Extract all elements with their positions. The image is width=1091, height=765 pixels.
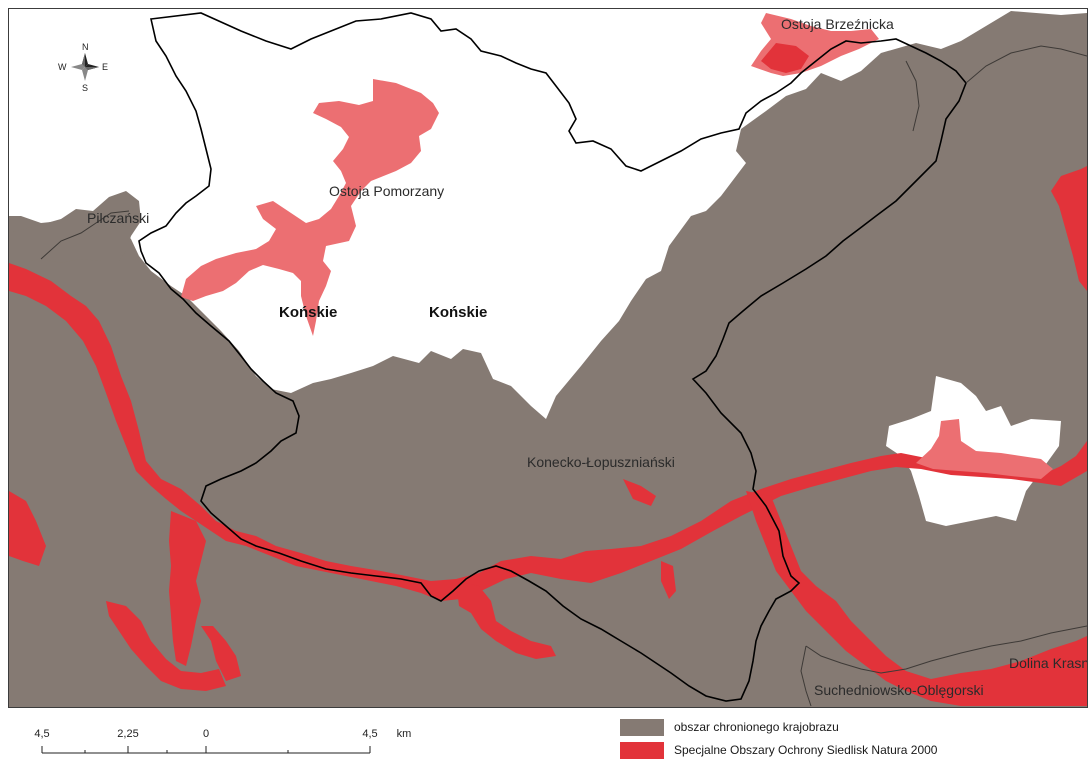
legend-swatch-protected-landscape: [620, 718, 664, 736]
natura2000-ostoja-pomorzany: [181, 79, 439, 336]
scale-bar: 4,5 2,25 0 4,5 km: [30, 728, 411, 758]
label-ostoja-brzeznicka: Ostoja Brzeźnicka: [781, 16, 894, 32]
district-boundary-south: [800, 645, 812, 707]
label-pilczanski: Pilczański: [87, 210, 149, 226]
district-boundary-southeast: [805, 625, 1087, 674]
compass-rose-icon: N S E W: [58, 42, 108, 93]
map-canvas: Ostoja Brzeźnicka Ostoja Pomorzany Pilcz…: [9, 9, 1087, 707]
compass-west: W: [58, 62, 67, 72]
natura2000-east-light: [916, 419, 1053, 479]
natura2000-sw-bottom: [201, 626, 241, 681]
map-frame: Ostoja Brzeźnicka Ostoja Pomorzany Pilcz…: [8, 8, 1088, 708]
natura2000-ostoja-brzeznicka-red: [761, 43, 809, 73]
legend-label: Specjalne Obszary Ochrony Siedlisk Natur…: [674, 743, 938, 757]
scale-unit: km: [396, 728, 412, 740]
legend-label: obszar chronionego krajobrazu: [674, 720, 839, 734]
label-suchedniowsko-oblegorski: Suchedniowsko-Oblęgorski: [814, 682, 984, 698]
scale-tick-label-0: 4,5: [34, 728, 50, 740]
label-ostoja-pomorzany: Ostoja Pomorzany: [329, 183, 444, 199]
municipality-boundary: [138, 12, 967, 702]
unprotected-area-north: [9, 9, 1087, 419]
natura2000-west-patch: [9, 491, 46, 566]
natura2000-se-corridor: [746, 491, 1087, 706]
map-legend: obszar chronionego krajobrazu Specjalne …: [620, 717, 1070, 763]
natura2000-sw-branch: [169, 511, 206, 666]
compass-east: E: [102, 62, 108, 72]
label-konskie-west: Końskie: [279, 304, 337, 321]
label-dolina-krasnej: Dolina Krasnej: [1009, 655, 1087, 671]
natura2000-patch-center-2: [661, 561, 676, 599]
scale-tick-label-2: 0: [202, 728, 210, 740]
scale-tick-label-3: 4,5: [362, 728, 378, 740]
pilczanski-area: [9, 191, 141, 263]
label-konecko-lopuszninski: Konecko-Łopuszniański: [527, 454, 675, 470]
natura2000-south-branch: [456, 581, 556, 659]
legend-swatch-natura2000: [620, 741, 664, 759]
pilczanski-boundary: [40, 210, 130, 260]
label-konskie-east: Końskie: [429, 304, 487, 321]
natura2000-east-strip: [1051, 166, 1087, 291]
scale-bar-line: [41, 746, 371, 754]
legend-item-natura2000: Specjalne Obszary Ochrony Siedlisk Natur…: [620, 740, 1070, 760]
compass-north: N: [82, 42, 89, 52]
natura2000-patch-center: [623, 479, 656, 506]
natura2000-sw-branch-2: [106, 601, 226, 691]
compass-south: S: [82, 83, 88, 93]
district-boundary-northeast: [965, 45, 1087, 84]
district-boundary-north: [905, 60, 920, 132]
legend-item-protected-landscape: obszar chronionego krajobrazu: [620, 717, 1070, 737]
scale-tick-label-1: 2,25: [117, 728, 139, 740]
